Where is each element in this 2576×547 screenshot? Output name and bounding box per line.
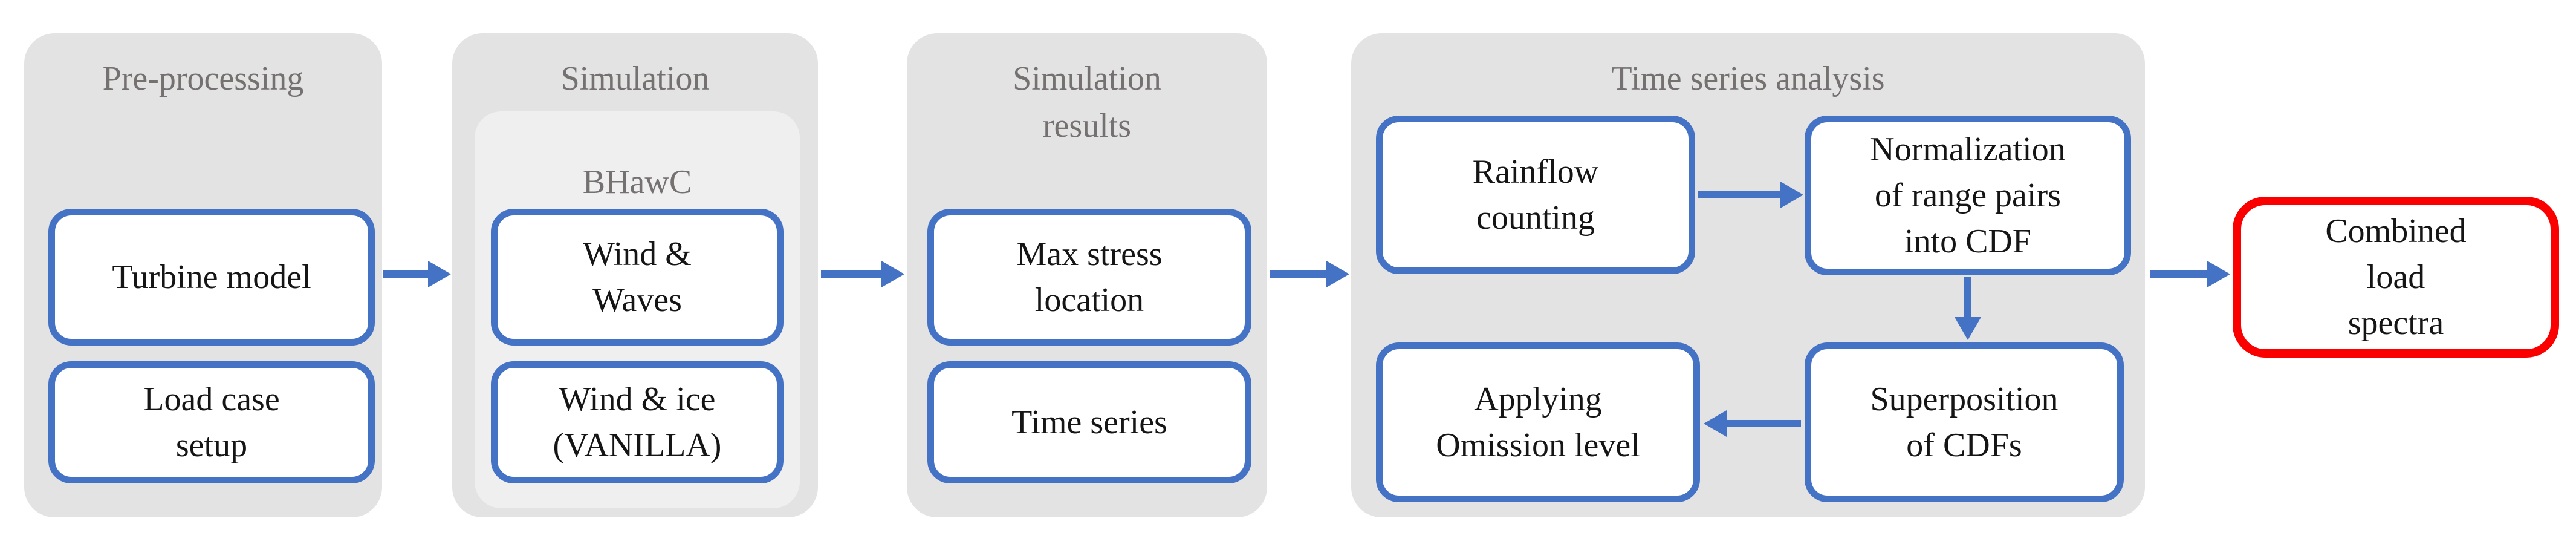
group-title-simulation: Simulation xyxy=(560,60,710,97)
arrow-simulation-to-results xyxy=(821,261,904,287)
node-rainflow-counting: Rainflow counting xyxy=(1376,116,1695,274)
node-wind-and-ice-vanilla: Wind & ice (VANILLA) xyxy=(491,361,784,483)
node-label: Wind & Waves xyxy=(583,235,692,319)
node-max-stress-location: Max stress location xyxy=(927,209,1251,346)
node-label: Superposition of CDFs xyxy=(1870,381,2059,464)
arrow-analysis-to-combined-spectra xyxy=(2150,261,2230,287)
node-load-case-setup: Load case setup xyxy=(48,361,375,483)
arrow-results-to-analysis xyxy=(1270,261,1349,287)
arrow-turbine-to-wind-waves xyxy=(383,261,451,287)
group-title-simulation-results: Simulation results xyxy=(1013,60,1161,145)
subgroup-title-bhawc: BHawC xyxy=(582,163,692,201)
node-combined-load-spectra: Combined load spectra xyxy=(2233,197,2559,358)
node-normalization-of-range-pairs: Normalization of range pairs into CDF xyxy=(1805,116,2131,275)
node-label: Wind & ice (VANILLA) xyxy=(553,381,722,464)
node-label: Max stress location xyxy=(1016,235,1163,319)
node-time-series: Time series xyxy=(927,361,1251,483)
group-title-time-series-analysis: Time series analysis xyxy=(1611,60,1885,97)
node-label: Normalization of range pairs into CDF xyxy=(1870,131,2066,260)
node-label: Applying Omission level xyxy=(1436,381,1640,464)
node-label: Load case setup xyxy=(143,381,280,464)
group-title-pre-processing: Pre-processing xyxy=(102,60,304,97)
node-turbine-model: Turbine model xyxy=(48,209,375,346)
node-label: Turbine model xyxy=(112,258,311,296)
node-label: Rainflow counting xyxy=(1472,153,1599,237)
node-wind-and-waves: Wind & Waves xyxy=(491,209,784,346)
node-label: Time series xyxy=(1011,404,1167,441)
node-applying-omission-level: Applying Omission level xyxy=(1376,342,1700,502)
node-superposition-of-cdfs: Superposition of CDFs xyxy=(1805,342,2124,502)
node-label: Combined load spectra xyxy=(2325,212,2467,342)
